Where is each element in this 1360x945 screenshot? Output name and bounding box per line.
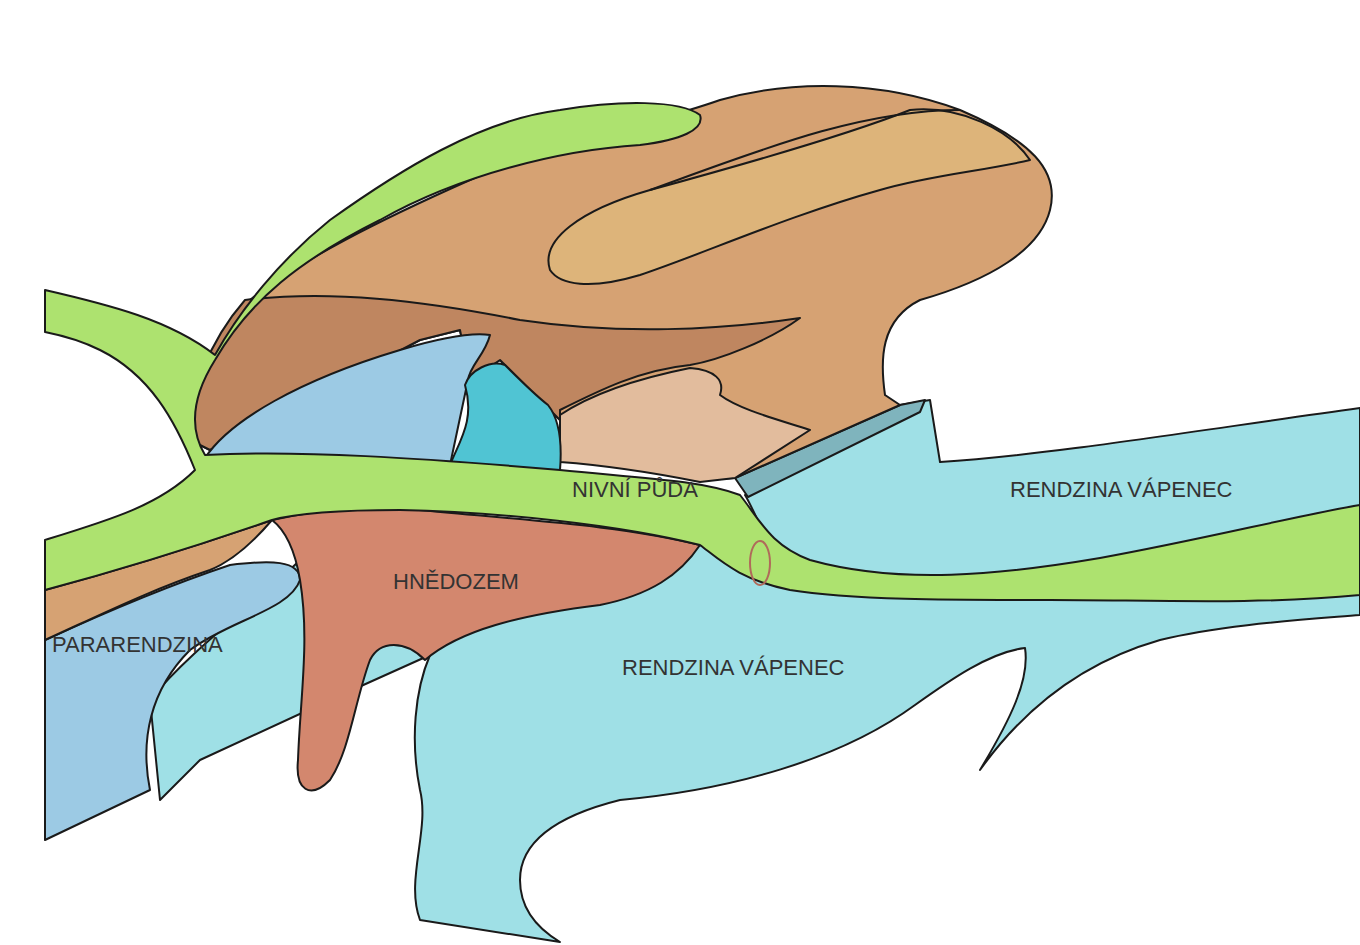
upland-teal (450, 364, 561, 471)
hnedozem-region (272, 508, 700, 790)
upland-blue (205, 334, 490, 465)
site-marker (750, 541, 770, 585)
soil-label: PARARENDZINA (52, 633, 223, 657)
soil-label: NIVNÍ PŮDA (572, 478, 698, 502)
upland-peach (560, 368, 810, 482)
soil-label: HNĚDOZEM (393, 570, 519, 594)
alluvial-band (45, 103, 1360, 601)
soil-label: RENDZINA VÁPENEC (1010, 478, 1233, 502)
soil-label: RENDZINA VÁPENEC (622, 656, 845, 680)
